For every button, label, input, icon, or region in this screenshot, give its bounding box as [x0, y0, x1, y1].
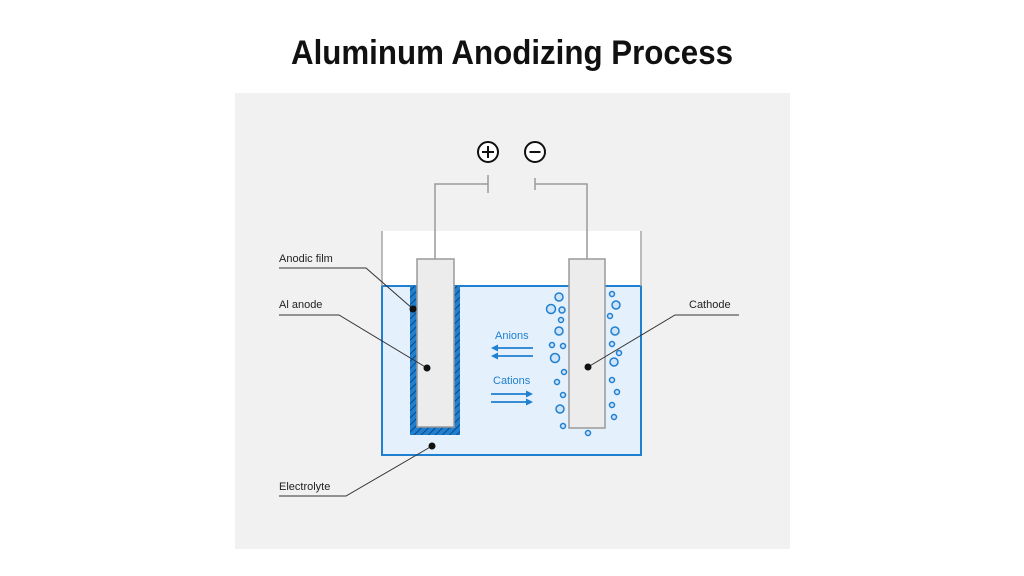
al-anode-marker: [423, 364, 431, 372]
electrolyte-label: Electrolyte: [279, 481, 330, 493]
cathode: [568, 258, 606, 429]
al-anode-label: Al anode: [279, 299, 322, 311]
positive-terminal-icon: [477, 141, 499, 163]
cathode-marker: [584, 363, 592, 371]
anodic-film-marker: [409, 305, 417, 313]
anions-label: Anions: [495, 330, 529, 342]
negative-terminal-icon: [524, 141, 546, 163]
cathode-label: Cathode: [689, 299, 731, 311]
anode-wire: [434, 183, 488, 259]
cations-label: Cations: [493, 375, 531, 387]
al-anode-leader: [279, 314, 428, 369]
al-anode: [416, 258, 455, 428]
cathode-leader: [587, 314, 739, 368]
gas-bubbles: [545, 290, 623, 437]
anodic-film-label: Anodic film: [279, 253, 333, 265]
electrolyte-leader: [279, 445, 433, 497]
anodic-film-leader: [279, 267, 414, 310]
cathode-wire: [535, 183, 588, 259]
page-title: Aluminum Anodizing Process: [290, 34, 734, 72]
anions-arrows: [491, 344, 533, 360]
electrolyte-marker: [428, 442, 436, 450]
cations-arrows: [491, 390, 533, 406]
